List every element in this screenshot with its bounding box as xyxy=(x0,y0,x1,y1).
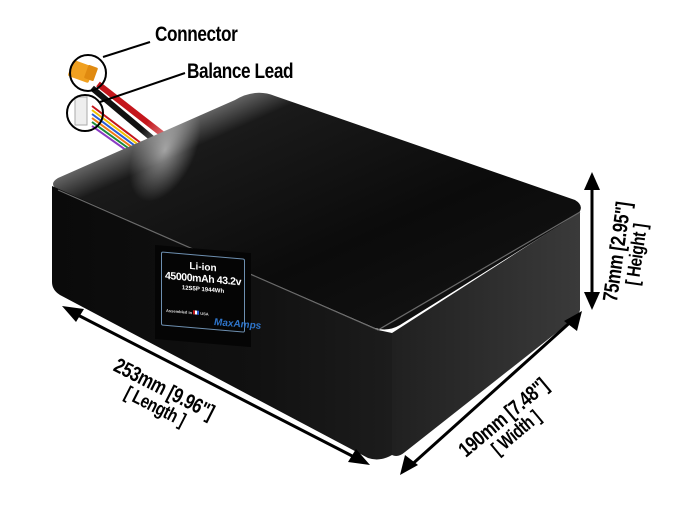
battery-side xyxy=(392,212,580,456)
connector-leader-line xyxy=(102,41,151,58)
balance-plug-icon xyxy=(74,96,88,126)
length-dimension-arrow xyxy=(62,306,370,465)
label-made-in: Assembled in the USA xyxy=(166,307,209,317)
balance-callout-circle xyxy=(66,94,104,132)
connector-callout-circle xyxy=(69,54,107,92)
height-dimension-arrow xyxy=(584,172,600,310)
product-label: Li-ion 45000mAh 43.2v 12S5P 1944Wh Assem… xyxy=(155,245,261,348)
balance-leader-line xyxy=(99,72,186,103)
xt-connector-icon xyxy=(68,60,98,83)
connector-label: Connector xyxy=(155,23,238,46)
width-dimension-arrow xyxy=(400,311,582,475)
balance-lead-label: Balance Lead xyxy=(187,60,294,83)
label-frame: Li-ion 45000mAh 43.2v 12S5P 1944Wh Assem… xyxy=(161,251,261,333)
usa-flag-icon xyxy=(193,310,199,315)
